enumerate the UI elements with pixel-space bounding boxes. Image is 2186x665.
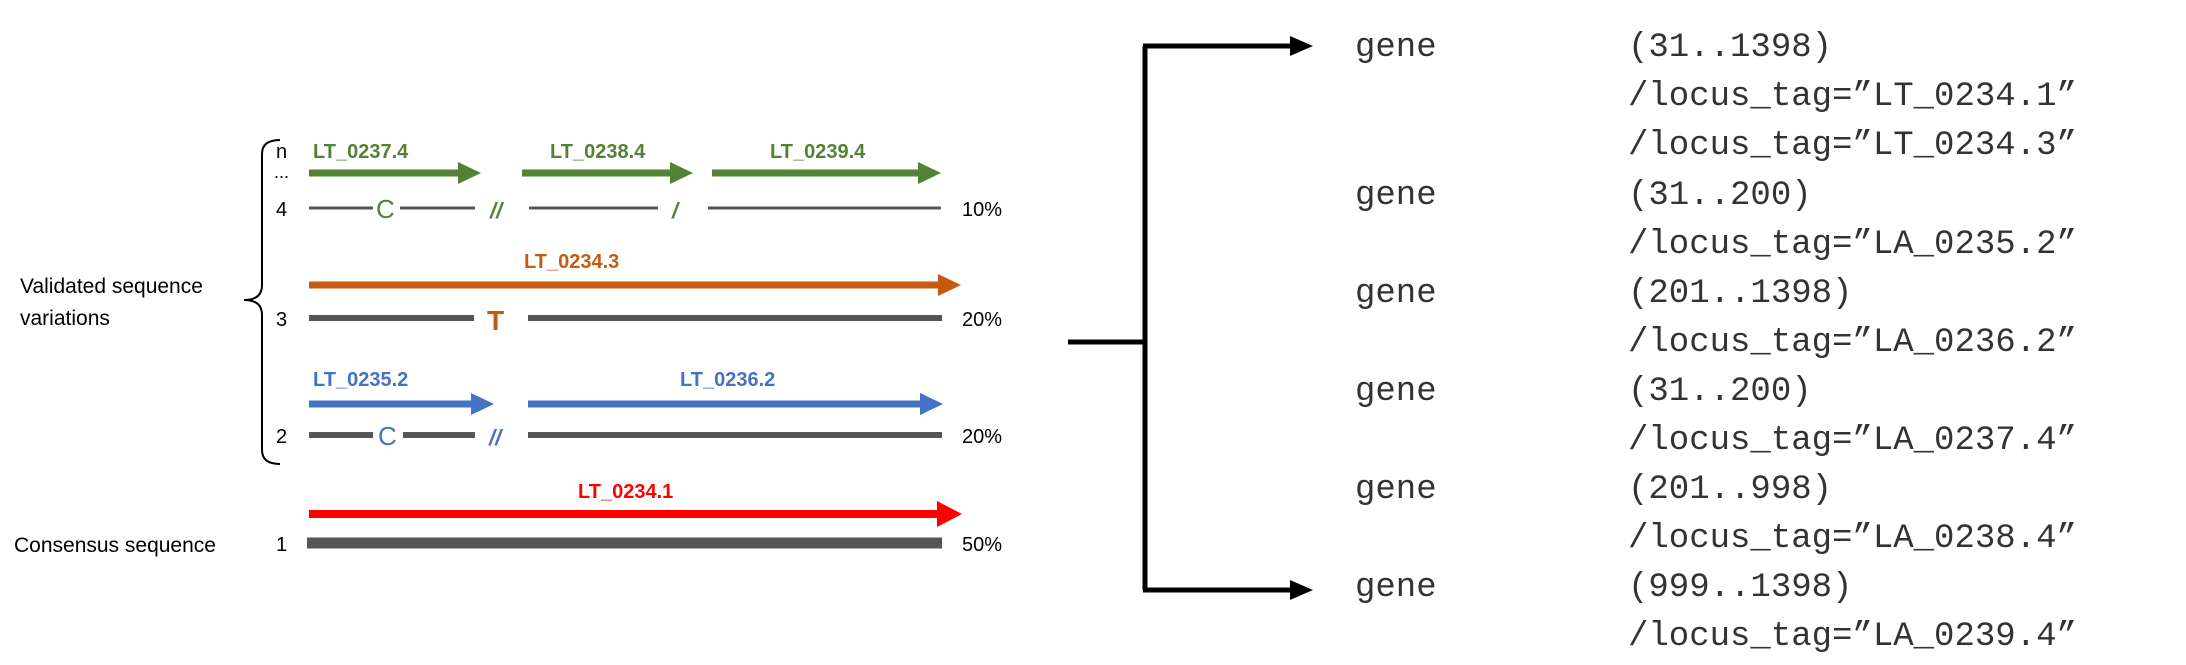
gene-arrowhead — [458, 162, 481, 184]
feature-key-gene: gene — [1355, 471, 1437, 509]
mutation-c-row-2: C — [378, 421, 397, 451]
annotation-bracket — [1068, 36, 1313, 600]
gene-arrowhead — [938, 274, 961, 296]
bracket-arrowhead — [1290, 580, 1313, 600]
validated-group-brace — [243, 139, 281, 465]
locus-tag-qualifier: /locus_tag=”LA_0236.2” — [1628, 324, 2077, 362]
feature-location: (31..1398) — [1628, 29, 1832, 67]
gene-arrowhead — [937, 501, 962, 527]
feature-key-gene: gene — [1355, 29, 1437, 67]
row-4-sequence: C // / — [309, 194, 941, 224]
row-number-n: n — [276, 141, 287, 163]
locus-tag-qualifier: /locus_tag=”LA_0237.4” — [1628, 422, 2077, 460]
feature-location: (31..200) — [1628, 177, 1812, 215]
gene-arrowhead — [471, 393, 494, 415]
sequence-break-mark: // — [489, 198, 505, 223]
locus-tag-qualifier: /locus_tag=”LA_0235.2” — [1628, 226, 2077, 264]
gene-arrowhead — [918, 162, 941, 184]
gene-label-lt-0239-4: LT_0239.4 — [770, 141, 866, 163]
annotation-listing: gene (31..1398) /locus_tag=”LT_0234.1” /… — [1355, 29, 2077, 656]
row-4-genes: LT_0237.4 LT_0238.4 LT_0239.4 — [309, 141, 941, 184]
row-ellipsis: ... — [274, 162, 289, 182]
gene-label-lt-0236-2: LT_0236.2 — [680, 369, 775, 391]
percent-row-2: 20% — [962, 426, 1002, 448]
feature-location: (31..200) — [1628, 373, 1812, 411]
validated-label-line2: variations — [20, 307, 110, 330]
percent-row-1: 50% — [962, 534, 1002, 556]
gene-label-lt-0234-3: LT_0234.3 — [524, 251, 619, 273]
sequence-break-mark: / — [671, 198, 681, 223]
mutation-t-row-3: T — [487, 305, 504, 336]
mutation-c-row-4: C — [376, 194, 395, 224]
gene-arrowhead — [670, 162, 693, 184]
consensus-label: Consensus sequence — [14, 534, 216, 557]
bracket-arrowhead — [1290, 36, 1313, 56]
gene-arrowhead — [920, 393, 943, 415]
feature-key-gene: gene — [1355, 569, 1437, 607]
feature-location: (999..1398) — [1628, 569, 1852, 607]
feature-location: (201..998) — [1628, 471, 1832, 509]
feature-key-gene: gene — [1355, 177, 1437, 215]
validated-label-line1: Validated sequence — [20, 275, 203, 298]
row-number-2: 2 — [276, 426, 287, 448]
row-2-sequence: C // — [309, 421, 942, 451]
feature-location: (201..1398) — [1628, 275, 1852, 313]
gene-label-lt-0235-2: LT_0235.2 — [313, 369, 408, 391]
locus-tag-qualifier: /locus_tag=”LA_0239.4” — [1628, 618, 2077, 656]
row-3-sequence: T — [309, 305, 942, 336]
locus-tag-qualifier: /locus_tag=”LT_0234.1” — [1628, 78, 2077, 116]
gene-label-lt-0237-4: LT_0237.4 — [313, 141, 409, 163]
row-number-3: 3 — [276, 309, 287, 331]
gene-label-lt-0238-4: LT_0238.4 — [550, 141, 646, 163]
sequence-break-mark: // — [488, 425, 504, 450]
locus-tag-qualifier: /locus_tag=”LT_0234.3” — [1628, 127, 2077, 165]
row-number-1: 1 — [276, 534, 287, 556]
feature-key-gene: gene — [1355, 373, 1437, 411]
feature-key-gene: gene — [1355, 275, 1437, 313]
row-number-4: 4 — [276, 199, 287, 221]
percent-row-4: 10% — [962, 199, 1002, 221]
gene-label-lt-0234-1: LT_0234.1 — [578, 481, 673, 503]
percent-row-3: 20% — [962, 309, 1002, 331]
locus-tag-qualifier: /locus_tag=”LA_0238.4” — [1628, 520, 2077, 558]
